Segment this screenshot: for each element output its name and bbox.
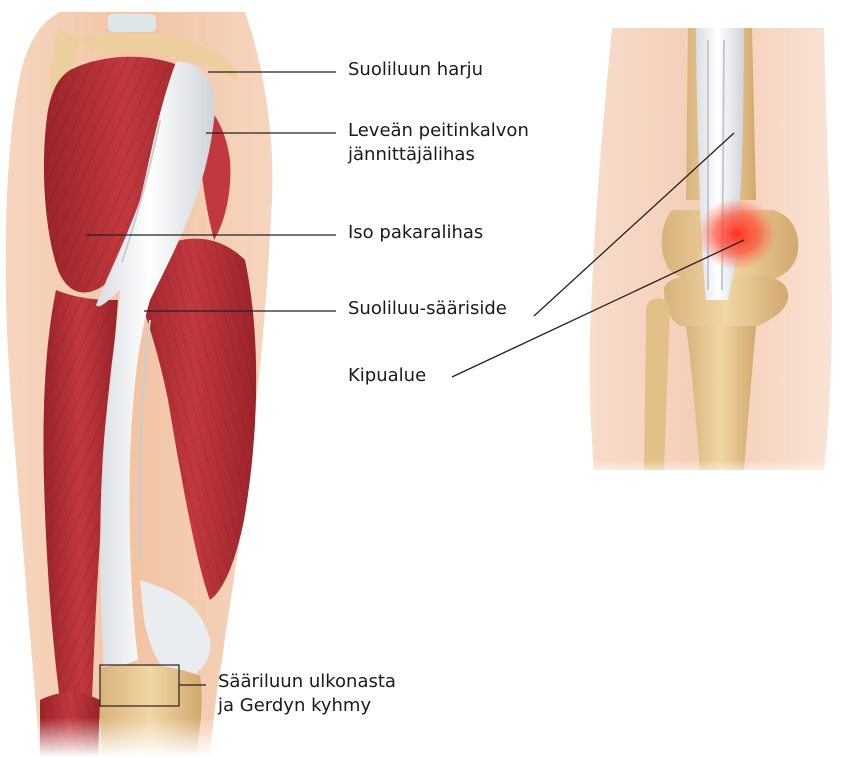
label-gluteus-maximus: Iso pakaralihas: [348, 221, 483, 245]
label-iliac-crest: Suoliluun harju: [348, 58, 483, 82]
label-tfl-line1: Leveän peitinkalvon: [348, 119, 529, 143]
knee-fade: [580, 400, 849, 480]
leg-illustration: [0, 12, 300, 757]
label-tubercle-line2: ja Gerdyn kyhmy: [218, 694, 396, 718]
label-tubercle: Sääriluun ulkonasta ja Gerdyn kyhmy: [218, 670, 396, 718]
label-it-band: Suoliluu-sääriside: [348, 297, 507, 321]
label-tubercle-line1: Sääriluun ulkonasta: [218, 670, 396, 694]
label-pain-area: Kipualue: [348, 364, 426, 388]
label-tfl-line2: jännittäjälihas: [348, 143, 529, 167]
spine-segment: [108, 14, 156, 32]
label-tfl: Leveän peitinkalvon jännittäjälihas: [348, 119, 529, 167]
pain-area-glow: [697, 198, 777, 270]
